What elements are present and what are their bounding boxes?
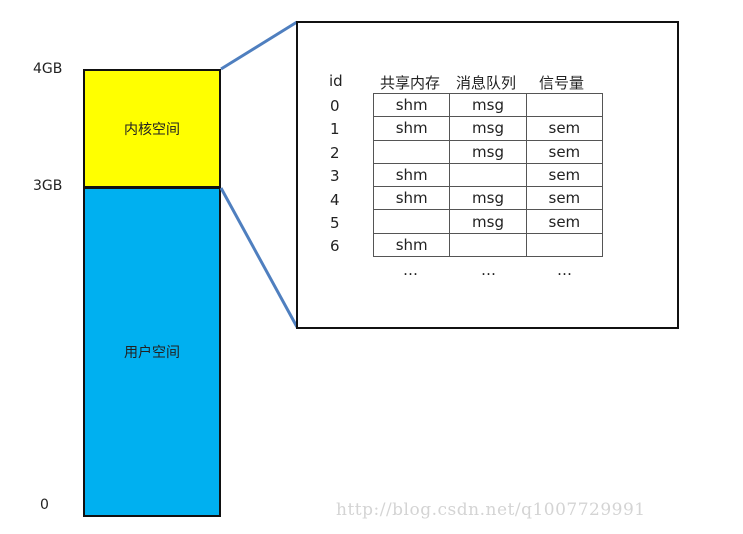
msg-cell: msg	[449, 186, 527, 211]
id-column: 0 1 2 3 4 5 6	[330, 95, 340, 259]
user-space-block: 用户空间	[83, 187, 221, 517]
msg-cell	[449, 162, 527, 188]
header-message-queue: 消息队列	[456, 74, 517, 92]
shm-cell: shm	[372, 186, 451, 211]
msg-cell: msg	[449, 139, 527, 164]
row-id: 0	[330, 97, 340, 115]
header-shared-memory: 共享内存	[380, 74, 441, 92]
kernel-space-block: 内核空间	[83, 69, 221, 188]
address-0-label: 0	[40, 497, 49, 513]
row-id: 6	[330, 237, 340, 256]
msg-cell	[449, 232, 527, 258]
sem-cell	[525, 232, 604, 258]
address-4gb-label: 4GB	[33, 61, 63, 77]
row-id: 3	[330, 167, 340, 186]
shm-cell: shm	[372, 162, 451, 188]
user-space-label: 用户空间	[124, 345, 180, 361]
shm-cell: shm	[372, 116, 451, 141]
table-row: msg sem	[372, 209, 604, 234]
msg-cell: msg	[449, 92, 527, 118]
ellipsis-sem: …	[557, 261, 572, 279]
watermark-url: http://blog.csdn.net/q1007729991	[336, 500, 646, 520]
sem-cell: sem	[525, 186, 604, 211]
address-3gb-label: 3GB	[33, 178, 63, 194]
shm-cell: shm	[372, 92, 451, 118]
ellipsis-shm: …	[403, 261, 418, 279]
shm-cell	[372, 209, 451, 234]
table-row: msg sem	[372, 139, 604, 164]
row-id: 5	[330, 214, 340, 233]
sem-cell	[525, 92, 604, 118]
shm-cell	[372, 139, 451, 164]
header-id: id	[329, 72, 343, 90]
zoom-line-top	[220, 20, 298, 71]
table-row: shm sem	[372, 162, 604, 188]
sem-cell: sem	[525, 209, 604, 234]
table-row: shm	[372, 232, 604, 258]
table-row: shm msg sem	[372, 116, 604, 141]
header-semaphore: 信号量	[539, 74, 585, 92]
sem-cell: sem	[525, 162, 604, 188]
sem-cell: sem	[525, 139, 604, 164]
row-id: 1	[330, 120, 340, 139]
row-id: 4	[330, 190, 340, 209]
sem-cell: sem	[525, 116, 604, 141]
msg-cell: msg	[449, 116, 527, 141]
row-id: 2	[330, 143, 340, 162]
shm-cell: shm	[372, 232, 451, 258]
msg-cell: msg	[449, 209, 527, 234]
ellipsis-msg: …	[481, 261, 496, 279]
table-row: shm msg	[372, 92, 604, 118]
zoom-line-bottom	[219, 187, 299, 328]
ipc-id-table: shm msg shm msg sem msg sem shm sem shm …	[372, 92, 604, 258]
table-row: shm msg sem	[372, 186, 604, 211]
kernel-space-label: 内核空间	[124, 121, 180, 138]
